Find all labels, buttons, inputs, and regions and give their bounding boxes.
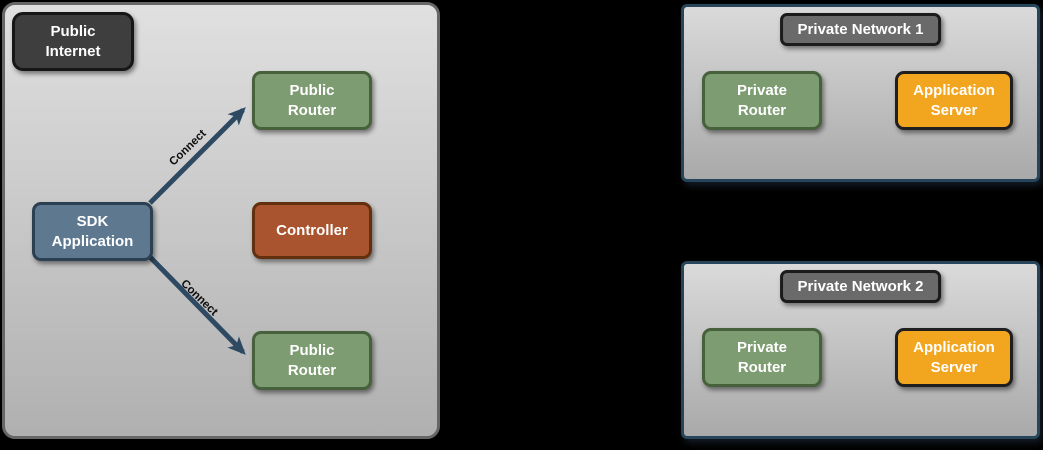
connect-edge-top	[148, 107, 246, 205]
node-private-router-1: Private Router	[702, 71, 822, 130]
connect-edge-bottom-label: Connect	[178, 277, 220, 319]
private-network-2-title: Private Network 2	[779, 270, 942, 303]
node-public-router-top: Public Router	[252, 71, 372, 130]
public-internet-panel: Connect Connect Public Internet Public R…	[2, 2, 440, 439]
node-private-router-2: Private Router	[702, 328, 822, 387]
private-network-1-panel: Private Network 1 Private Router Applica…	[681, 4, 1040, 182]
connect-edge-top-label: Connect	[167, 127, 209, 169]
public-internet-label: Public Internet	[12, 12, 134, 71]
private-network-1-title: Private Network 1	[779, 13, 942, 46]
node-application-server-1: Application Server	[895, 71, 1013, 130]
node-controller: Controller	[252, 202, 372, 259]
node-application-server-2: Application Server	[895, 328, 1013, 387]
node-public-router-bottom: Public Router	[252, 331, 372, 390]
private-network-2-panel: Private Network 2 Private Router Applica…	[681, 261, 1040, 439]
node-sdk-application: SDK Application	[32, 202, 153, 261]
